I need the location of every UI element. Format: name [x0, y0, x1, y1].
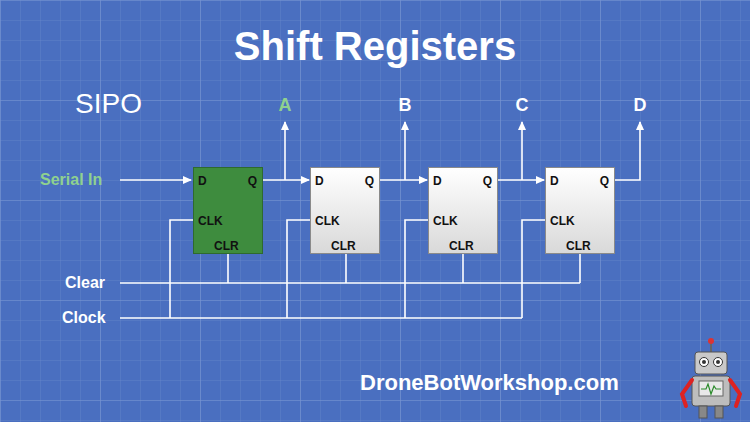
q-to-d-wire	[498, 179, 544, 181]
output-tap	[615, 122, 640, 180]
pin-label: Q	[248, 175, 257, 187]
q-to-d-wire	[263, 179, 309, 181]
output-tap	[284, 122, 286, 180]
clock-wire	[287, 220, 310, 318]
clear-wire	[579, 254, 581, 283]
signal-name: Clock	[62, 310, 106, 326]
output-tap	[521, 122, 523, 180]
clock-wire	[522, 220, 545, 318]
flip-flop-box: D Q CLK CLR	[545, 167, 615, 254]
pin-label: D	[433, 175, 442, 187]
title: Shift Registers	[0, 26, 750, 66]
clear-wire	[227, 254, 229, 283]
pin-label: Q	[483, 175, 492, 187]
clear-bus	[120, 282, 580, 284]
serial-in-wire	[120, 179, 191, 181]
output-label: A	[279, 96, 292, 114]
clear-wire	[345, 254, 347, 283]
mode-label: SIPO	[75, 90, 142, 118]
output-label: D	[634, 96, 647, 114]
output-label: C	[516, 96, 529, 114]
pin-label: CLR	[449, 240, 474, 252]
pin-label: D	[198, 175, 207, 187]
output-label: B	[399, 96, 412, 114]
clear-wire	[462, 254, 464, 283]
pin-label: D	[315, 175, 324, 187]
pin-label: Q	[600, 175, 609, 187]
signal-name: Serial In	[40, 172, 102, 188]
clock-bus	[120, 317, 522, 319]
pin-label: D	[550, 175, 559, 187]
pin-label: CLR	[331, 240, 356, 252]
signal-name: Clear	[65, 275, 105, 291]
robot-mascot	[682, 338, 740, 418]
q-to-d-wire	[380, 179, 427, 181]
flip-flop-box: D Q CLK CLR	[310, 167, 380, 254]
clock-wire	[170, 220, 193, 318]
flip-flop-box: D Q CLK CLR	[428, 167, 498, 254]
pin-label: CLK	[198, 215, 223, 227]
clock-wire	[405, 220, 428, 318]
watermark: DroneBotWorkshop.com	[360, 372, 619, 394]
pin-label: CLR	[566, 240, 591, 252]
pin-label: CLK	[550, 215, 575, 227]
pin-label: Q	[365, 175, 374, 187]
flip-flop-box: D Q CLK CLR	[193, 167, 263, 254]
output-tap	[404, 122, 406, 180]
pin-label: CLR	[214, 240, 239, 252]
pin-label: CLK	[315, 215, 340, 227]
pin-label: CLK	[433, 215, 458, 227]
